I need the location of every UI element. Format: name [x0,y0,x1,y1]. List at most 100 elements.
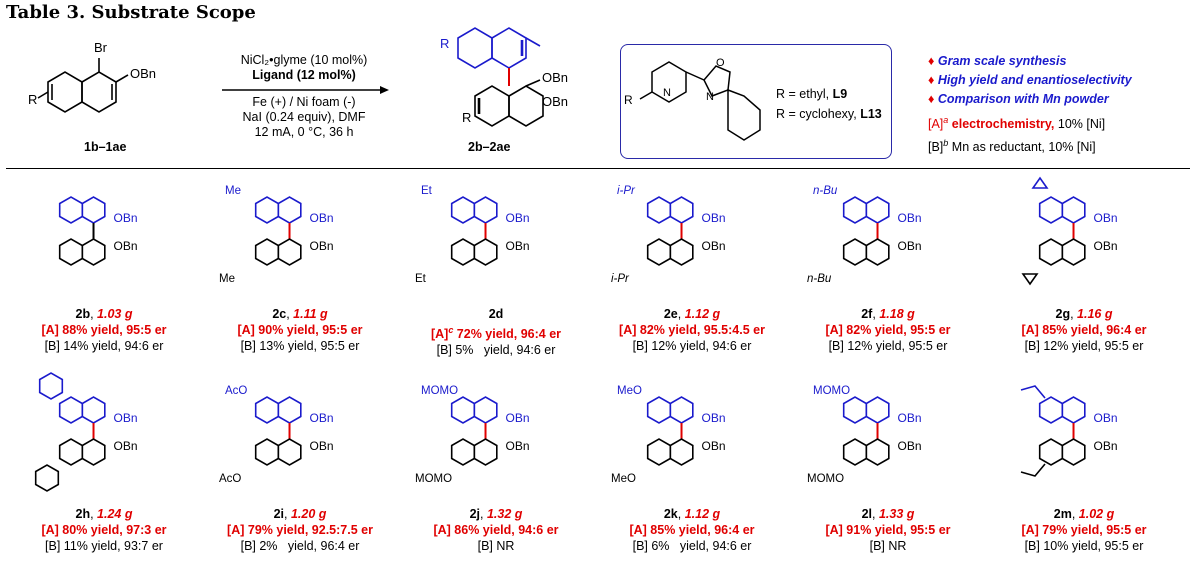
upper-ring-b [473,396,498,424]
yield-a: [A] 80% yield, 97:3 er [41,523,167,537]
yield-b: [B] 2% yield, 96:4 er [240,539,360,553]
cyclopropyl-upper-icon [1031,176,1049,189]
substituent-upper: MOMO [421,385,458,397]
ligand-box [620,44,892,159]
ligand-n1-text: N [663,87,671,99]
upper-ring-a [58,396,84,424]
diamond-icon: ♦ [928,73,935,87]
vinyl-upper-icon [1020,385,1046,399]
substituent-upper: MOMO [813,385,850,397]
obn-upper: OBn [702,211,726,225]
compound-2i: 2i, 1.20 g[A] 79% yield, 92.5:7.5 er[B] … [205,506,395,554]
upper-ring-b [1061,396,1086,424]
product-r-top: R [440,36,449,51]
lower-ring-a [669,438,694,466]
lower-ring-b [1038,238,1064,266]
compound-name: 2f [861,307,873,321]
yield-a: [A] 79% yield, 92.5:7.5 er [227,523,373,537]
compound-name: 2g [1055,307,1071,321]
yield-a: [A] 82% yield, 95.5:4.5 er [619,323,765,337]
substituent-lower: MeO [611,473,636,485]
obn-lower: OBn [114,439,138,453]
cyclohexyl-lower-icon [34,464,60,492]
condition-catalyst: NiCl₂•glyme (10 mol%) [240,53,368,67]
compound-name: 2j [469,507,481,521]
condition-current: 12 mA, 0 °C, 36 h [254,125,354,139]
lower-ring-a [81,238,106,266]
obn-upper: OBn [310,411,334,425]
reactant-structure [37,58,129,113]
reactant-obn-text: OBn [130,66,156,81]
upper-ring-b [669,396,694,424]
upper-ring-a [646,396,672,424]
lower-ring-b [58,438,84,466]
obn-lower: OBn [310,439,334,453]
obn-lower: OBn [898,439,922,453]
obn-lower: OBn [506,439,530,453]
yield-a: [A] 91% yield, 95:5 er [825,523,951,537]
upper-ring-a [450,396,476,424]
ligand-structure [639,61,761,141]
upper-ring-b [277,196,302,224]
vinyl-lower-icon [1020,463,1046,477]
ligand-l13-code: L13 [860,107,882,121]
upper-ring-a [1038,396,1064,424]
obn-upper: OBn [1094,411,1118,425]
condition-ligand: Ligand (12 mol%) [252,68,356,82]
gram-scale: 1.12 g [684,507,721,521]
product-obn-bottom: OBn [542,94,568,109]
condition-additive: NaI (0.24 equiv), DMF [242,110,366,124]
upper-ring-a [254,196,280,224]
compound-name: 2l [861,507,873,521]
reactant-label: 1b–1ae [84,140,127,154]
arrow-head-icon [380,86,389,94]
obn-lower: OBn [898,239,922,253]
yield-b: [B] 12% yield, 94:6 er [632,339,752,353]
gram-scale: 1.20 g [290,507,327,521]
compound-2d: 2d[A]c 72% yield, 96:4 er[B] 5% yield, 9… [401,306,591,358]
lower-ring-b [450,238,476,266]
gram-scale: 1.24 g [97,507,133,521]
obn-lower: OBn [1094,439,1118,453]
cyclopropyl-lower-icon [1021,273,1039,286]
obn-upper: OBn [114,411,138,425]
lower-ring-b [646,238,672,266]
lower-ring-b [646,438,672,466]
gram-scale: 1.11 g [293,307,328,321]
compound-name: 2h [75,507,91,521]
substituent-upper: Me [225,185,241,197]
upper-ring-b [81,196,106,224]
obn-upper: OBn [310,211,334,225]
yield-a: [A] 82% yield, 95:5 er [825,323,951,337]
yield-b: [B] NR [477,539,515,553]
cyclohexyl-upper-icon [38,372,64,400]
yield-b: [B] 10% yield, 95:5 er [1024,539,1144,553]
yield-a: [A]c 72% yield, 96:4 er [430,325,562,342]
legend: ♦ Gram scale synthesis ♦ High yield and … [928,52,1132,157]
diamond-icon: ♦ [928,92,935,106]
upper-ring-a [646,196,672,224]
compound-2e: 2e, 1.12 g[A] 82% yield, 95.5:4.5 er[B] … [597,306,787,354]
lower-ring-a [669,238,694,266]
upper-ring-a [1038,196,1064,224]
yield-b: [B] 12% yield, 95:5 er [1024,339,1144,353]
upper-ring-b [669,196,694,224]
substituent-upper: Et [421,185,433,197]
gram-scale: 1.03 g [97,307,133,321]
divider [6,168,1190,169]
compound-2b: 2b, 1.03 g[A] 88% yield, 95:5 er[B] 14% … [9,306,199,354]
gram-scale: 1.02 g [1078,507,1115,521]
upper-ring-a [842,196,868,224]
legend-item-1: ♦ High yield and enantioselectivity [928,73,1132,87]
upper-ring-b [865,396,890,424]
obn-lower: OBn [702,239,726,253]
yield-b: [B] 12% yield, 95:5 er [828,339,948,353]
